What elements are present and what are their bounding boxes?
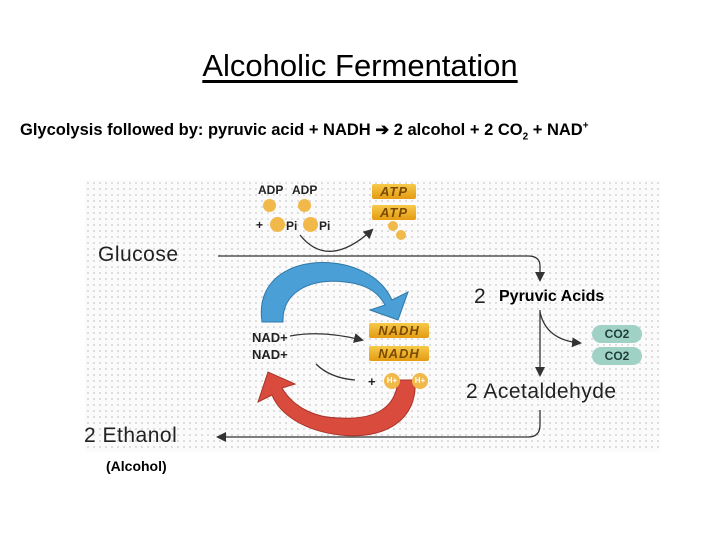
- atp-phosphate-dot: [388, 221, 398, 231]
- glucose-label: Glucose: [98, 243, 179, 266]
- phosphate-dot: [270, 217, 285, 232]
- pi-label-1: Pi: [286, 219, 298, 233]
- phosphate-dot: [303, 217, 318, 232]
- alcohol-note: (Alcohol): [106, 458, 167, 474]
- red-cycle-arrow: [257, 371, 416, 437]
- pyruvic-acids-label: Pyruvic Acids: [499, 288, 605, 305]
- plus-sign: +: [256, 218, 264, 232]
- acetaldehyde-to-ethanol-line: [216, 410, 541, 442]
- atp-formation-arrow: [299, 228, 374, 252]
- adp-phosphate-dot: [263, 199, 276, 212]
- slide-title: Alcoholic Fermentation: [202, 48, 518, 83]
- blue-cycle-arrow: [260, 261, 409, 323]
- nadh-badge: NADH: [369, 323, 429, 338]
- co2-bubble: CO2: [592, 347, 642, 365]
- nad-superscript: +: [582, 120, 589, 132]
- co2-release-arrow: [539, 311, 582, 348]
- ethanol-label: 2 Ethanol: [84, 424, 178, 447]
- nad-plus-label: NAD+: [252, 330, 288, 345]
- acetaldehyde-label: 2 Acetaldehyde: [466, 380, 617, 403]
- equation-part2: 2 alcohol + 2 CO: [389, 121, 523, 139]
- co2-subscript: 2: [522, 131, 529, 143]
- equation-part3: + NAD: [528, 121, 583, 139]
- atp-phosphate-dot: [396, 230, 406, 240]
- pi-label-2: Pi: [319, 219, 331, 233]
- adp-label-1: ADP: [258, 183, 284, 197]
- pyruvic-count: 2: [474, 285, 487, 308]
- equation-part1: Glycolysis followed by: pyruvic acid + N…: [20, 121, 371, 139]
- nadh-formation-arrow: [289, 333, 364, 343]
- diagram-panel: [85, 180, 660, 452]
- glucose-to-pyruvate-line: [218, 255, 545, 282]
- hydrogen-ion-dot: H+: [412, 373, 428, 389]
- nad-plus-label: NAD+: [252, 347, 288, 362]
- equation-subtitle: Glycolysis followed by: pyruvic acid + N…: [20, 120, 720, 143]
- h-plus-curve: [315, 363, 356, 381]
- hydrogen-ion-dot: H+: [384, 373, 400, 389]
- co2-bubble: CO2: [592, 325, 642, 343]
- nadh-badge: NADH: [369, 346, 429, 361]
- adp-label-2: ADP: [292, 183, 318, 197]
- plus-sign: +: [368, 374, 376, 389]
- adp-phosphate-dot: [298, 199, 311, 212]
- arrow-icon: ➔: [375, 121, 390, 139]
- atp-badge: ATP: [372, 205, 416, 220]
- atp-badge: ATP: [372, 184, 416, 199]
